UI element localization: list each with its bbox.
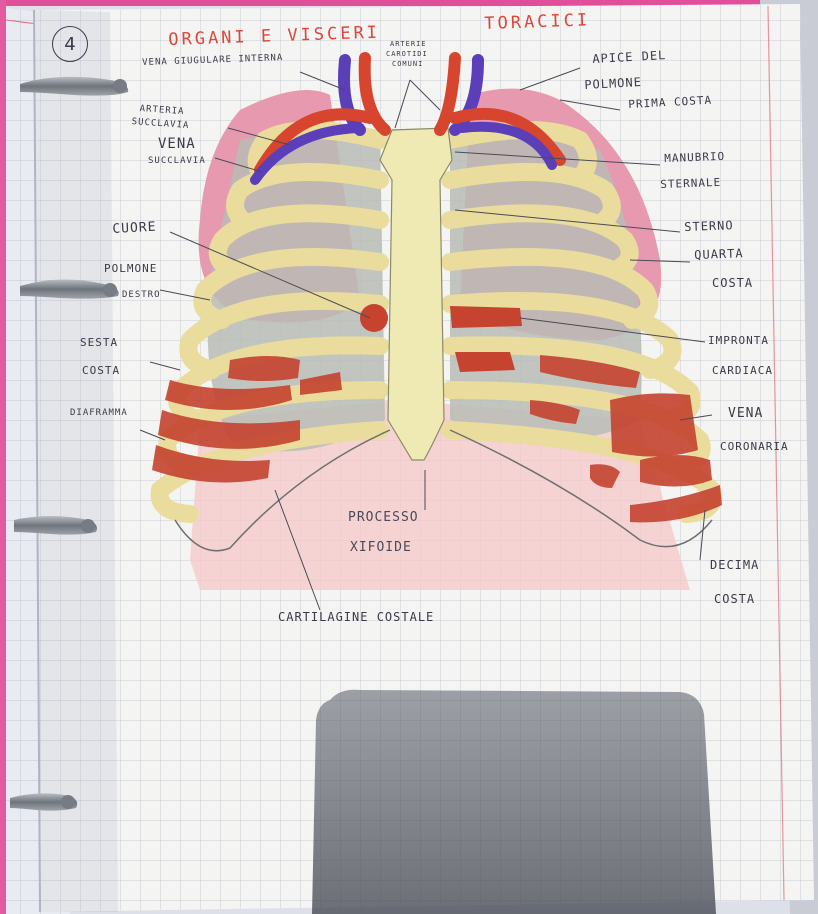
label-manubrio: MANUBRIO bbox=[664, 150, 725, 165]
cardiac-impression bbox=[450, 306, 522, 328]
label-processo: PROCESSO bbox=[348, 510, 419, 525]
label-diaframma: DIAFRAMMA bbox=[70, 408, 128, 418]
label-vena-succlavia: VENA bbox=[158, 136, 196, 152]
label-comuni: COMUNI bbox=[392, 60, 423, 68]
label-costa-quarta: COSTA bbox=[712, 276, 753, 290]
label-cardiaca: CARDIACA bbox=[712, 364, 773, 377]
label-destro: DESTRO bbox=[122, 290, 161, 300]
page-title-right: TORACICI bbox=[484, 10, 591, 34]
label-carotidi: CAROTIDI bbox=[386, 50, 428, 58]
label-cuore: CUORE bbox=[112, 220, 157, 237]
label-costa-sesta: COSTA bbox=[82, 364, 120, 377]
page-number-circle: 4 bbox=[52, 26, 88, 62]
label-cartilagine-costale: CARTILAGINE COSTALE bbox=[278, 610, 434, 624]
binder-ring bbox=[10, 793, 77, 810]
label-xifoide: XIFOIDE bbox=[350, 540, 412, 555]
label-costa-decima: COSTA bbox=[714, 592, 755, 606]
label-quarta: QUARTA bbox=[694, 246, 744, 262]
camera-shadow bbox=[312, 690, 716, 914]
label-sterno: STERNO bbox=[684, 218, 734, 234]
label-impronta: IMPRONTA bbox=[708, 334, 769, 347]
heart-mark-right bbox=[360, 304, 388, 332]
label-polmone-apice: POLMONE bbox=[584, 75, 642, 92]
label-vena-coronaria: VENA bbox=[728, 406, 763, 421]
label-arterie: ARTERIE bbox=[390, 40, 427, 48]
sternum bbox=[380, 128, 452, 460]
left-pink-border bbox=[0, 0, 6, 914]
label-decima: DECIMA bbox=[710, 558, 759, 572]
label-succlavia-vena: SUCCLAVIA bbox=[148, 156, 206, 166]
label-coronaria: CORONARIA bbox=[720, 440, 789, 453]
page-number: 4 bbox=[64, 34, 75, 55]
label-sesta: SESTA bbox=[80, 336, 118, 349]
label-sternale: STERNALE bbox=[660, 176, 721, 191]
label-polmone: POLMONE bbox=[104, 262, 157, 275]
